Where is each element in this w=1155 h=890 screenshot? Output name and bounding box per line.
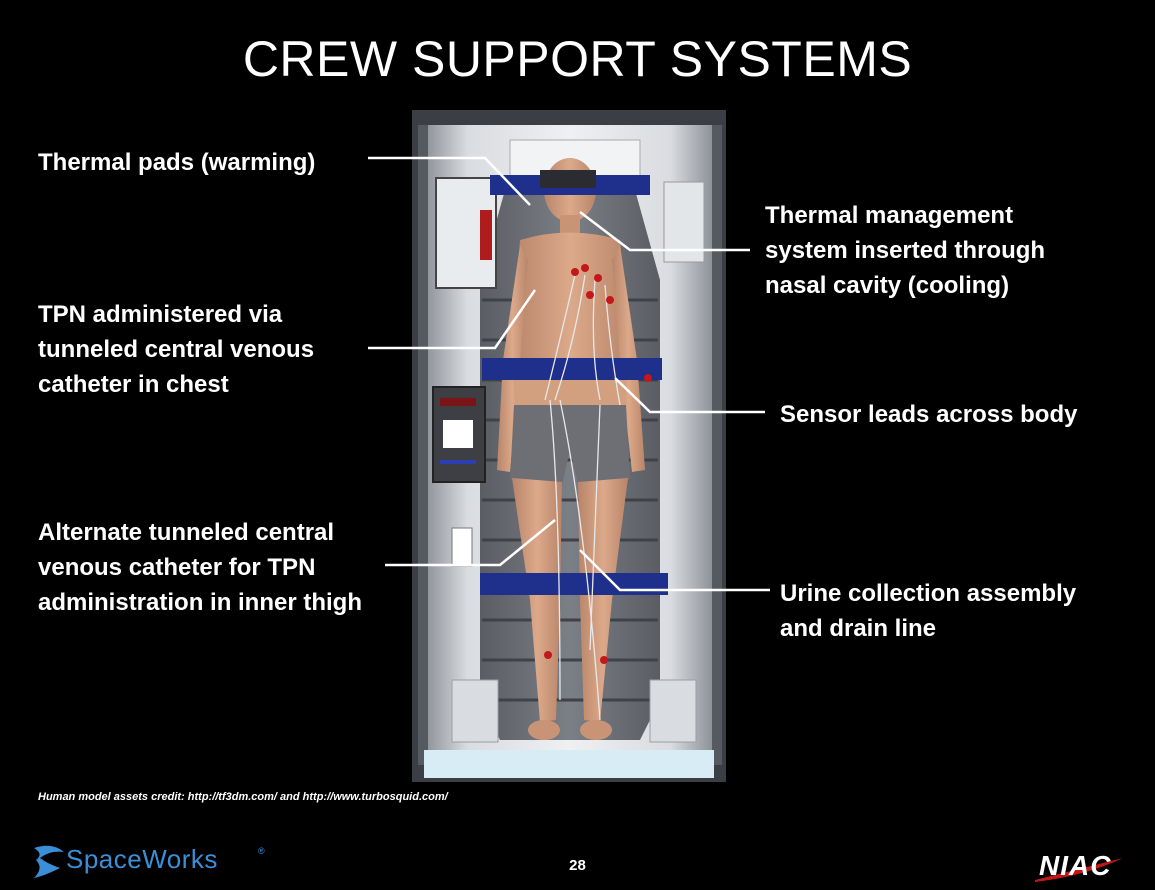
label-thermal-pads: Thermal pads (warming)	[38, 149, 316, 176]
label-tpn-chest: TPN administered via tunneled central ve…	[38, 301, 315, 398]
chest-strap	[482, 358, 662, 380]
niac-wordmark: NIAC	[1039, 850, 1112, 881]
callout-tpn-chest	[368, 289, 537, 350]
callout-alt-tpn	[385, 519, 556, 567]
callout-sensor	[614, 377, 765, 414]
spaceworks-swoosh-icon	[34, 845, 64, 878]
registered-mark: ®	[258, 846, 265, 856]
label-thermal-management: Thermal management system inserted throu…	[765, 202, 1046, 299]
callout-urine	[579, 549, 770, 592]
page-number: 28	[569, 857, 586, 874]
label-alternate-tpn: Alternate tunneled central venous cathet…	[38, 519, 362, 616]
pod-base-light	[424, 750, 714, 778]
callout-thermal-pads	[368, 156, 531, 206]
niac-swoosh-icon	[1035, 858, 1123, 882]
page-title: CREW SUPPORT SYSTEMS	[242, 31, 913, 87]
label-sensor-leads: Sensor leads across body	[780, 401, 1078, 428]
spaceworks-logo: SpaceWorks ®	[30, 838, 270, 883]
asset-credit: Human model assets credit: http://tf3dm.…	[38, 791, 448, 803]
label-urine-collection: Urine collection assembly and drain line	[780, 580, 1077, 642]
callout-thermal-mgmt	[579, 211, 750, 252]
shorts	[510, 405, 630, 485]
thigh-strap	[480, 573, 668, 595]
niac-logo: NIAC	[1035, 850, 1125, 884]
spaceworks-wordmark: SpaceWorks	[66, 844, 218, 874]
callout-lines	[368, 156, 770, 592]
